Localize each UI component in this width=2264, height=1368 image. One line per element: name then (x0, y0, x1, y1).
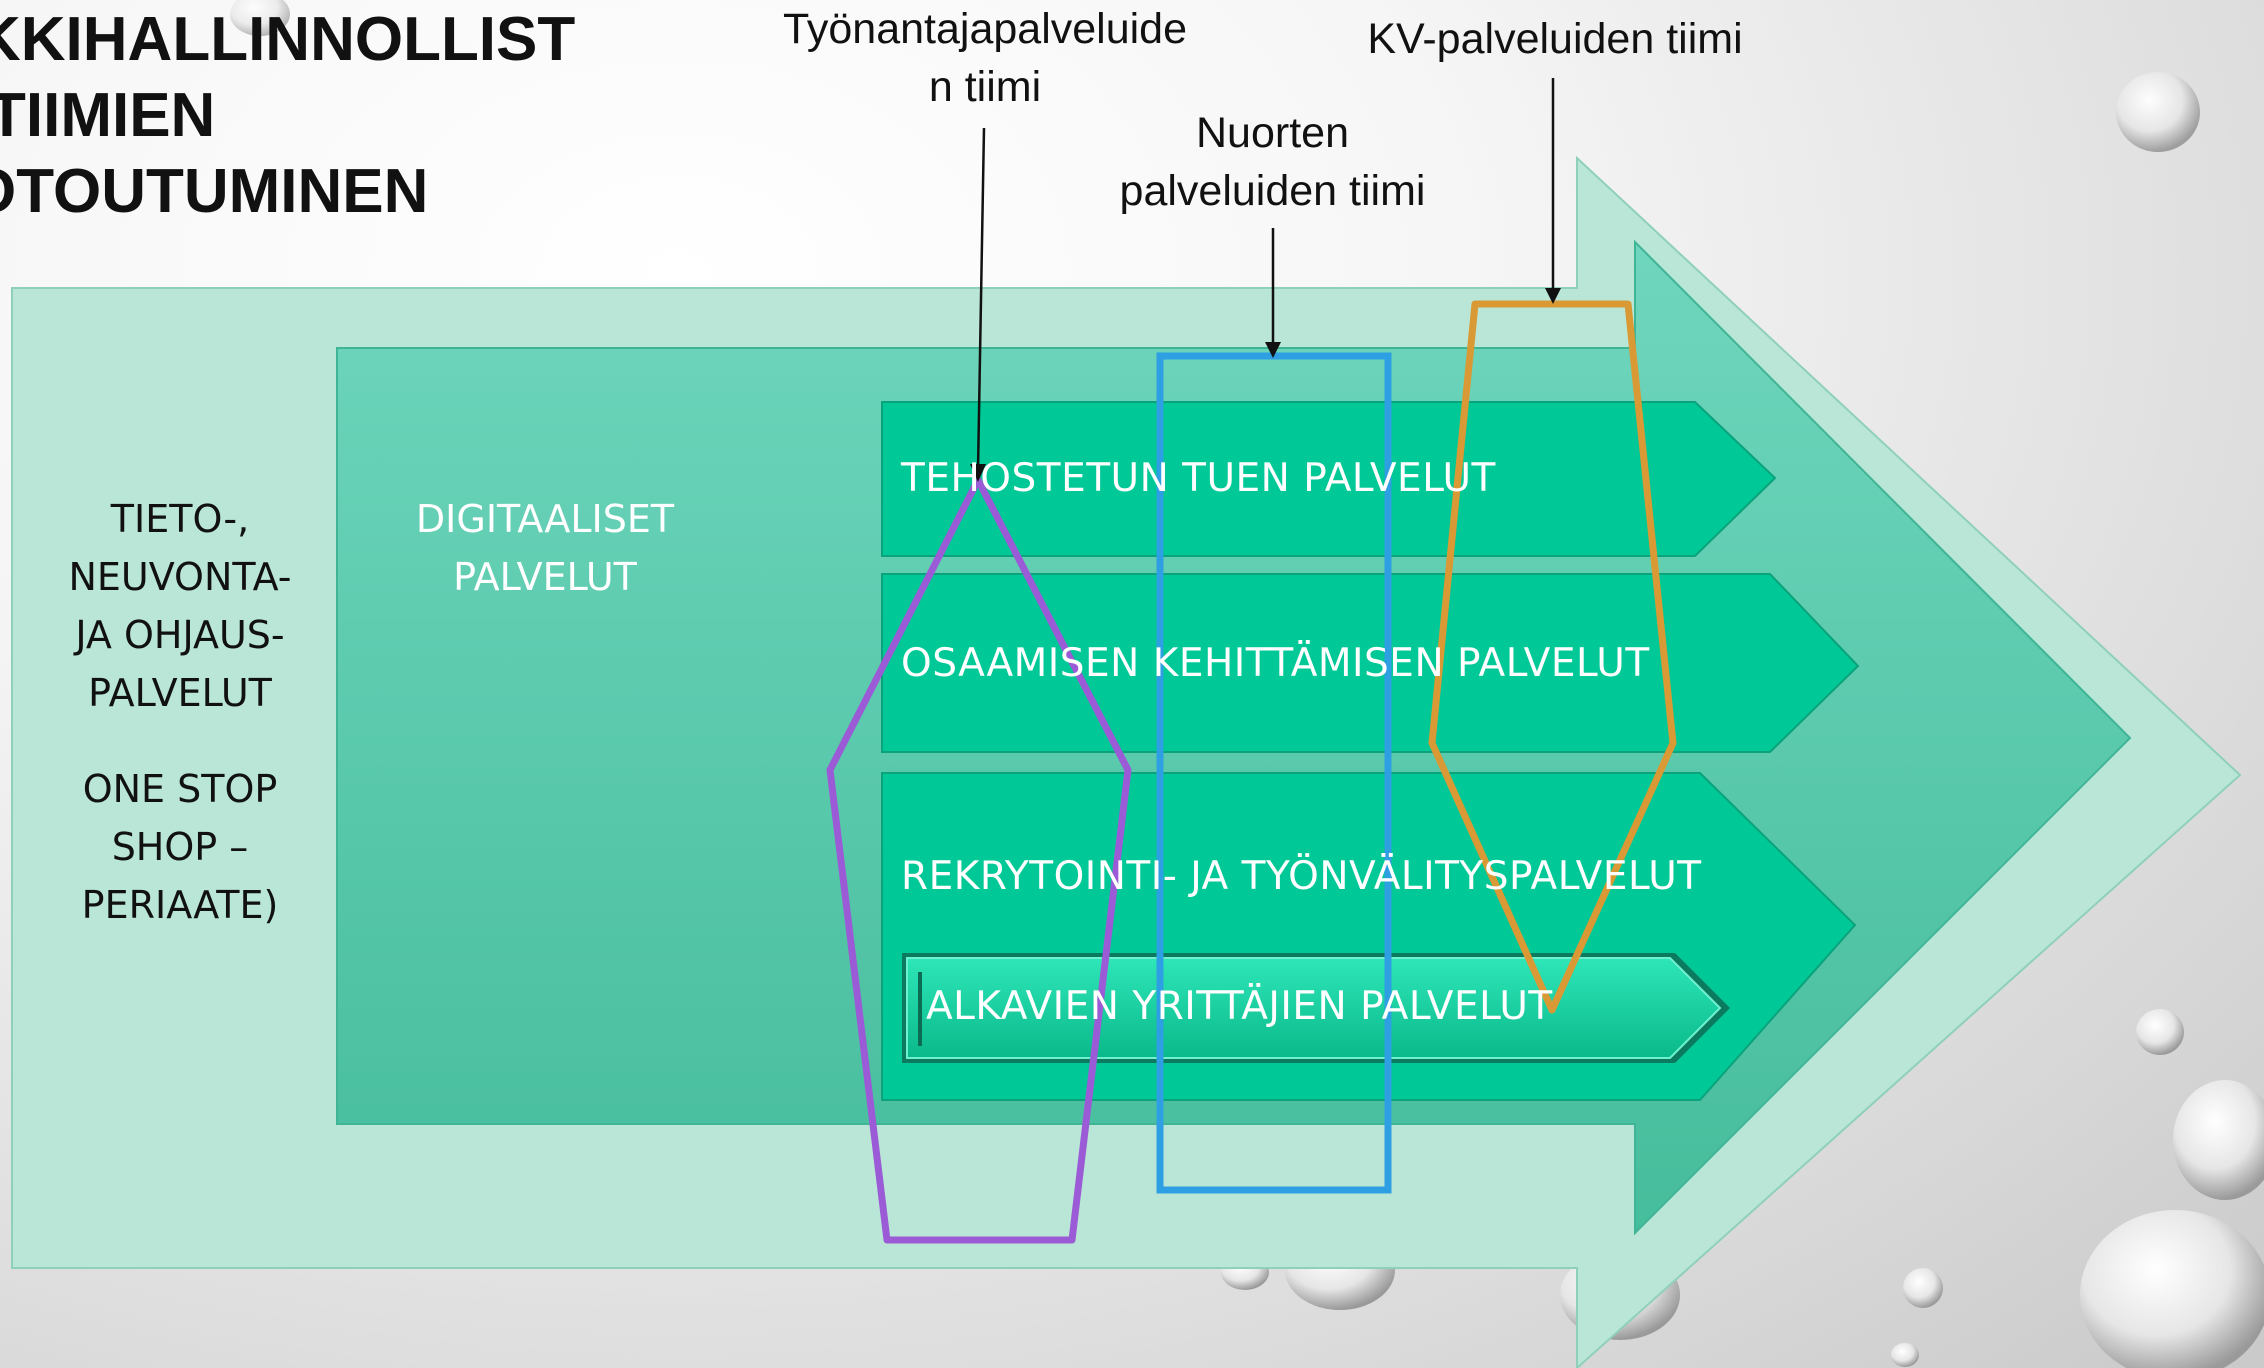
youth-team-callout-line2: palveluiden tiimi (1119, 167, 1426, 215)
title-line-1: KKIHALLINNOLLIST (0, 5, 576, 74)
kv-team-outline (1428, 300, 1677, 1014)
slide-title: KKIHALLINNOLLIST TIIMIEN OTOUTUMINEN (0, 2, 575, 230)
digital-label-line1: DIGITAALISET (415, 497, 675, 541)
callout-pointers (970, 78, 1561, 482)
outer-label-line7: PERIAATE) (81, 883, 279, 927)
employer-team-outline (826, 476, 1132, 1244)
youth-team-callout: Nuorten palveluiden tiimi (1060, 104, 1485, 220)
digital-label-line2: PALVELUT (453, 555, 637, 599)
service-arrow-4 (902, 953, 1730, 1063)
service-label-4: ALKAVIEN YRITTÄJIEN PALVELUT (926, 984, 1553, 1029)
kv-team-callout: KV-palveluiden tiimi (1325, 10, 1785, 68)
outer-label-line1: TIETO-, (110, 497, 250, 541)
outer-label-line6: SHOP – (111, 825, 249, 869)
outer-label-line4: PALVELUT (88, 671, 272, 715)
service-label-3: REKRYTOINTI- JA TYÖNVÄLITYSPALVELUT (901, 854, 1702, 899)
outer-label-line2: NEUVONTA- (68, 555, 292, 599)
service-label-1: TEHOSTETUN TUEN PALVELUT (901, 456, 1496, 501)
title-line-2: TIIMIEN (0, 81, 216, 150)
service-label-2: OSAAMISEN KEHITTÄMISEN PALVELUT (901, 641, 1650, 686)
digital-services-label: DIGITAALISET PALVELUT (390, 490, 700, 606)
employer-team-callout: Työnantajapalveluide n tiimi (745, 0, 1225, 116)
outer-label-line3: JA OHJAUS- (75, 613, 285, 657)
employer-team-callout-line2: n tiimi (928, 63, 1042, 111)
kv-team-callout-text: KV-palveluiden tiimi (1367, 15, 1743, 63)
outer-box-label: TIETO-, NEUVONTA- JA OHJAUS- PALVELUT ON… (30, 490, 330, 934)
employer-team-callout-line1: Työnantajapalveluide (782, 5, 1188, 53)
title-line-3: OTOUTUMINEN (0, 157, 429, 226)
service-arrow-2 (881, 573, 1860, 753)
service-arrow-1 (881, 401, 1777, 557)
outer-label-line5: ONE STOP (82, 767, 278, 811)
youth-team-callout-line1: Nuorten (1196, 109, 1349, 157)
